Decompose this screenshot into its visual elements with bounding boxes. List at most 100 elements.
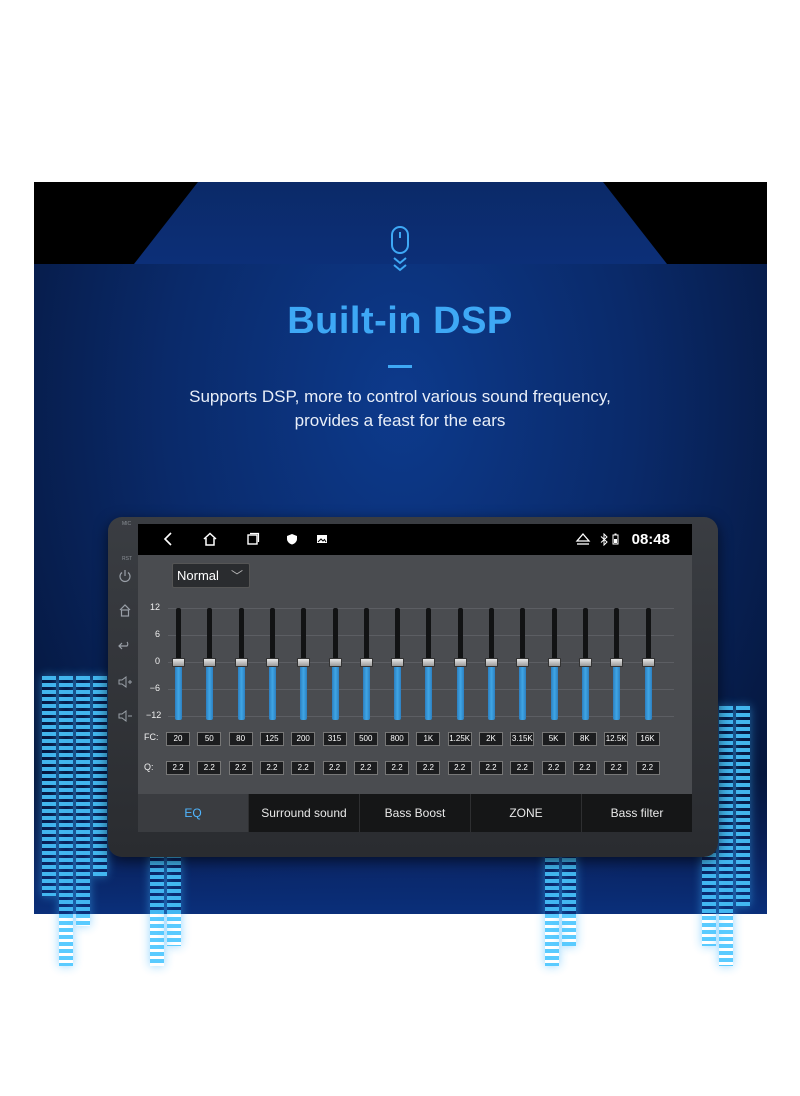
q-value-chip[interactable]: 2.2	[635, 761, 660, 775]
shield-icon[interactable]	[286, 533, 298, 545]
eq-slider-fill	[362, 662, 370, 720]
q-value-chip[interactable]: 2.2	[510, 761, 535, 775]
eq-slider-fill	[581, 662, 589, 720]
eq-slider-knob[interactable]	[453, 658, 467, 667]
eq-slider-knob[interactable]	[265, 658, 279, 667]
banner-subtitle: Supports DSP, more to control various so…	[0, 385, 800, 433]
eq-y-tick: −6	[149, 683, 160, 693]
q-value-chip[interactable]: 2.2	[197, 761, 222, 775]
eject-icon[interactable]	[575, 533, 591, 546]
subtitle-line-2: provides a feast for the ears	[294, 411, 506, 430]
fc-value-chip[interactable]: 2K	[479, 732, 503, 746]
eq-y-tick: 12	[149, 602, 160, 612]
fc-value-chip[interactable]: 1.25K	[447, 732, 472, 746]
q-value-chip[interactable]: 2.2	[385, 761, 410, 775]
q-value-chip[interactable]: 2.2	[541, 761, 566, 775]
eq-slider-knob[interactable]	[516, 658, 530, 667]
side-back-icon[interactable]	[117, 639, 133, 653]
tab-surround-sound[interactable]: Surround sound	[249, 794, 360, 832]
title-underline	[388, 365, 412, 368]
fc-value-chip[interactable]: 12.5K	[604, 732, 629, 746]
side-home-icon[interactable]	[117, 603, 133, 617]
fc-value-chip[interactable]: 800	[385, 732, 410, 746]
eq-slider-knob[interactable]	[172, 658, 185, 667]
eq-slider-knob[interactable]	[578, 658, 592, 667]
mic-label: MIC	[122, 521, 132, 527]
back-icon[interactable]	[162, 532, 174, 546]
fc-value-chip[interactable]: 500	[353, 732, 378, 746]
power-icon[interactable]	[117, 569, 133, 583]
fc-value-chip[interactable]: 125	[259, 732, 284, 746]
eq-gridline	[168, 716, 674, 717]
chevron-down-icon: ﹀	[230, 569, 243, 583]
fc-value-chip[interactable]: 20	[166, 732, 190, 746]
fc-value-chip[interactable]: 5K	[541, 732, 566, 746]
q-value-chip[interactable]: 2.2	[259, 761, 284, 775]
q-value-chip[interactable]: 2.2	[572, 761, 597, 775]
fc-value-chip[interactable]: 315	[322, 732, 347, 746]
eq-slider-knob[interactable]	[422, 658, 436, 667]
home-icon[interactable]	[202, 532, 218, 546]
eq-y-tick: 0	[154, 656, 160, 666]
eq-slider-fill	[300, 662, 308, 720]
q-value-chip[interactable]: 2.2	[604, 761, 629, 775]
banner-notch	[134, 182, 667, 264]
eq-slider-fill	[425, 662, 433, 720]
volume-down-icon[interactable]	[117, 709, 133, 723]
rst-label: RST	[122, 556, 132, 562]
eq-slider-knob[interactable]	[610, 658, 624, 667]
eq-slider-fill	[613, 662, 621, 720]
preset-dropdown[interactable]: Normal ﹀	[172, 563, 250, 588]
clock: 08:48	[631, 531, 670, 548]
eq-slider-knob[interactable]	[547, 658, 561, 667]
eq-slider-knob[interactable]	[328, 658, 342, 667]
q-value-chip[interactable]: 2.2	[353, 761, 378, 775]
banner-title: Built-in DSP	[287, 300, 513, 342]
tab-eq[interactable]: EQ	[138, 794, 249, 832]
vu-meter-left	[42, 676, 107, 966]
tab-bass-boost[interactable]: Bass Boost	[360, 794, 471, 832]
fc-value-chip[interactable]: 50	[197, 732, 222, 746]
q-value-chip[interactable]: 2.2	[291, 761, 316, 775]
eq-slider-knob[interactable]	[234, 658, 248, 667]
eq-slider-fill	[206, 662, 214, 720]
eq-slider-fill	[456, 662, 464, 720]
eq-slider-fill	[237, 662, 245, 720]
battery-icon	[612, 533, 619, 545]
tab-bass-filter[interactable]: Bass filter	[610, 806, 664, 820]
eq-slider-knob[interactable]	[297, 658, 311, 667]
q-value-chip[interactable]: 2.2	[416, 761, 441, 775]
tab-zone[interactable]: ZONE	[471, 794, 582, 832]
eq-y-tick: 6	[154, 629, 160, 639]
q-value-chip[interactable]: 2.2	[228, 761, 253, 775]
q-value-chip[interactable]: 2.2	[322, 761, 347, 775]
volume-up-icon[interactable]	[117, 675, 133, 689]
bluetooth-icon	[600, 533, 608, 546]
fc-value-chip[interactable]: 8K	[572, 732, 597, 746]
eq-slider-fill	[644, 662, 652, 720]
eq-slider-knob[interactable]	[485, 658, 498, 667]
eq-slider-knob[interactable]	[359, 658, 373, 667]
image-icon[interactable]	[316, 533, 328, 545]
eq-gridline	[168, 608, 674, 609]
fc-value-chip[interactable]: 1K	[416, 732, 441, 746]
fc-value-chip[interactable]: 3.15K	[510, 732, 535, 746]
fc-value-chip[interactable]: 80	[228, 732, 253, 746]
status-bar: 08:48	[138, 524, 692, 555]
recent-apps-icon[interactable]	[246, 532, 260, 546]
q-value-chip[interactable]: 2.2	[166, 761, 190, 775]
q-row-label: Q:	[144, 762, 154, 772]
eq-gridline	[168, 689, 674, 690]
eq-slider-fill	[519, 662, 527, 720]
q-value-chip[interactable]: 2.2	[447, 761, 472, 775]
fc-value-chip[interactable]: 200	[291, 732, 316, 746]
q-value-chip[interactable]: 2.2	[479, 761, 503, 775]
fc-value-chip[interactable]: 16K	[635, 732, 660, 746]
eq-slider-knob[interactable]	[203, 658, 217, 667]
fc-row-label: FC:	[144, 732, 159, 742]
eq-slider-knob[interactable]	[641, 658, 655, 667]
eq-slider-knob[interactable]	[391, 658, 405, 667]
